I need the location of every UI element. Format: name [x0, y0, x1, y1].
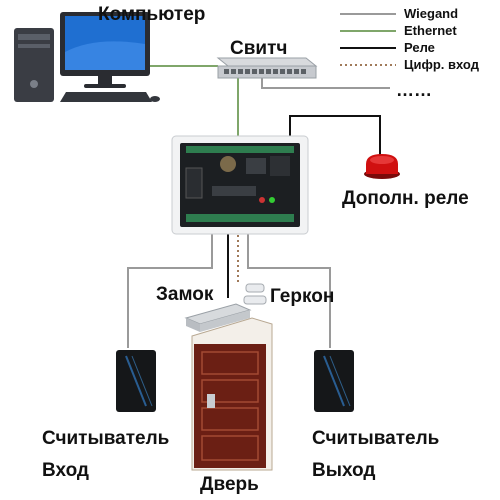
reader-in — [116, 350, 156, 412]
magnetic-lock — [184, 303, 252, 332]
label-extra-relay: Дополн. реле — [342, 188, 469, 209]
controller-board — [171, 135, 309, 235]
legend-label-relay: Реле — [404, 40, 435, 55]
label-reader-out-title: Считыватель — [312, 428, 440, 449]
wiegand-reader-out — [247, 230, 331, 348]
extra-relay-lamp — [364, 154, 400, 179]
wires — [127, 65, 390, 348]
network-switch — [216, 57, 318, 79]
pc-keyboard — [60, 92, 152, 102]
label-reader-in-title: Считыватель — [42, 428, 170, 449]
legend-label-ethernet: Ethernet — [404, 23, 457, 38]
label-reader-in-sub: Вход — [42, 460, 89, 481]
legend-label-wiegand: Wiegand — [404, 6, 459, 21]
label-more: …… — [396, 80, 432, 100]
door — [191, 317, 273, 471]
reader-out — [314, 350, 354, 412]
legend-lines — [340, 13, 396, 66]
legend-label-digital: Цифр. вход — [404, 57, 479, 72]
computer — [14, 12, 160, 102]
reed-switch — [243, 283, 267, 305]
label-reader-out-sub: Выход — [312, 460, 376, 481]
door-panel — [194, 344, 266, 468]
label-reed: Геркон — [270, 286, 335, 307]
relay-extra-relay — [289, 115, 381, 160]
wiegand-reader-in — [127, 230, 213, 348]
label-computer: Компьютер — [98, 4, 206, 25]
label-door: Дверь — [200, 474, 259, 495]
switch-right-output — [261, 78, 390, 89]
label-lock: Замок — [156, 284, 214, 305]
label-switch: Свитч — [230, 38, 288, 59]
